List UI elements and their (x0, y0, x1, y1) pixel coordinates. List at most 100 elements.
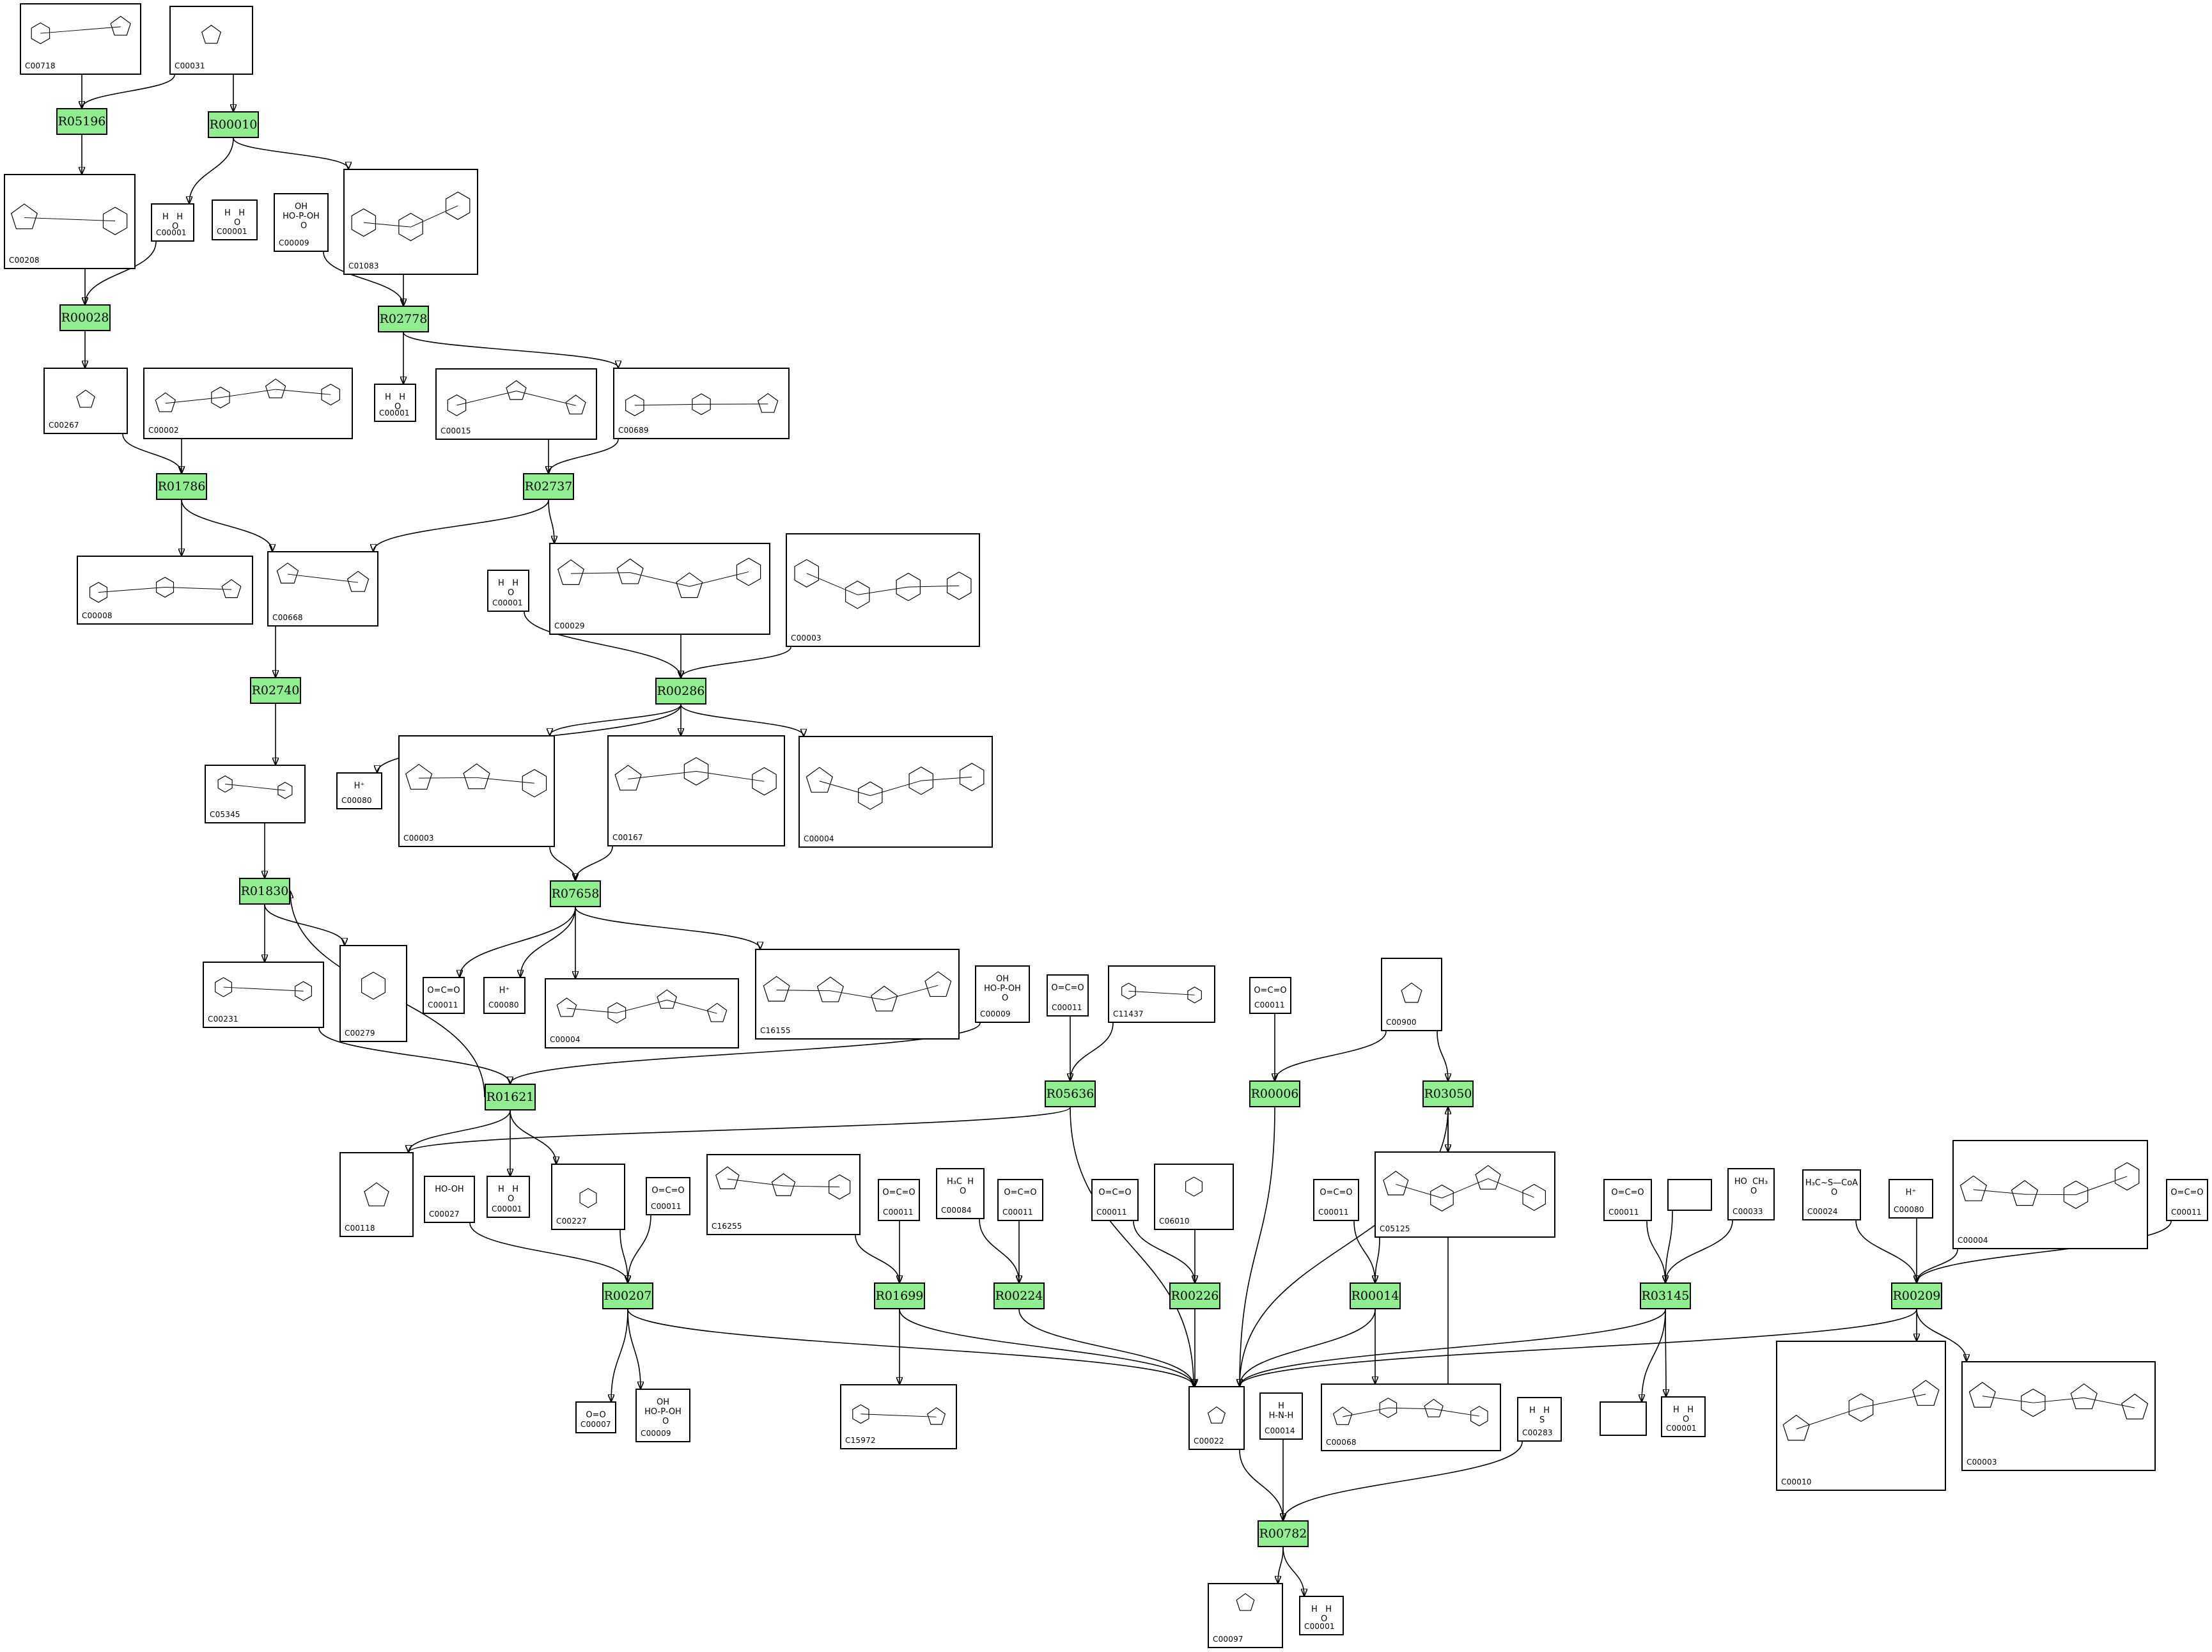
compound-c00029[interactable]: C00029 (549, 543, 770, 635)
compound-c00004[interactable]: C00004 (798, 736, 993, 848)
compound-formula: HO CH₃ O (1734, 1177, 1768, 1196)
reaction-r00224[interactable]: R00224 (993, 1282, 1045, 1309)
compound-c00010[interactable]: C00010 (1776, 1341, 1946, 1491)
structure-drawing (217, 775, 293, 799)
reaction-r03145[interactable]: R03145 (1640, 1282, 1691, 1309)
compound-c00167[interactable]: C00167 (607, 735, 785, 846)
reaction-r00782[interactable]: R00782 (1258, 1520, 1309, 1547)
edge (1646, 1220, 1665, 1282)
reaction-r02737[interactable]: R02737 (523, 473, 574, 500)
compound-c00097[interactable]: C00097 (1208, 1583, 1283, 1648)
reaction-r00209[interactable]: R00209 (1891, 1282, 1942, 1309)
compound-c05345[interactable]: C05345 (205, 765, 306, 823)
compound-c00267[interactable]: C00267 (43, 368, 128, 434)
compound-c00208[interactable]: C00208 (4, 174, 136, 269)
compound-c00031[interactable]: C00031 (169, 6, 253, 75)
compound-c00022[interactable]: C00022 (1188, 1386, 1245, 1450)
compound-c00004[interactable]: C00004 (545, 978, 739, 1048)
reaction-r00014[interactable]: R00014 (1350, 1282, 1401, 1309)
compound-c00003[interactable]: C00003 (398, 735, 555, 847)
compound-c00068[interactable]: C00068 (1321, 1383, 1501, 1451)
compound-c00231[interactable]: C00231 (203, 962, 324, 1028)
compound-c00004[interactable]: C00004 (1952, 1140, 2148, 1249)
compound-c00668[interactable]: C00668 (267, 551, 378, 627)
compound-c00689[interactable]: C00689 (613, 368, 790, 439)
compound-c00080[interactable]: H⁺C00080 (336, 772, 382, 809)
compound-c16155[interactable]: C16155 (755, 949, 960, 1040)
reaction-r00226[interactable]: R00226 (1169, 1282, 1220, 1309)
reaction-r01699[interactable]: R01699 (874, 1282, 925, 1309)
edge (1240, 1107, 1275, 1386)
reaction-r03050[interactable]: R03050 (1422, 1080, 1474, 1107)
compound-c15972[interactable]: C15972 (840, 1384, 957, 1449)
reaction-r00286[interactable]: R00286 (655, 678, 706, 705)
compound-c16255[interactable]: C16255 (706, 1154, 861, 1235)
compound-unlabeled[interactable] (1600, 1401, 1647, 1436)
compound-c00718[interactable]: C00718 (20, 3, 141, 75)
reaction-r00006[interactable]: R00006 (1249, 1080, 1300, 1107)
compound-c00900[interactable]: C00900 (1381, 958, 1442, 1031)
reaction-r00010[interactable]: R00010 (208, 111, 259, 138)
reaction-r01621[interactable]: R01621 (485, 1084, 536, 1110)
compound-c11437[interactable]: C11437 (1108, 965, 1215, 1023)
compound-c00227[interactable]: C00227 (551, 1164, 625, 1230)
compound-c00015[interactable]: C00015 (435, 368, 597, 440)
compound-unlabeled[interactable] (1667, 1179, 1712, 1211)
reaction-r07658[interactable]: R07658 (550, 880, 601, 907)
compound-c01083[interactable]: C01083 (343, 169, 478, 275)
reaction-r01830[interactable]: R01830 (239, 878, 290, 905)
reaction-r01786[interactable]: R01786 (156, 473, 207, 500)
compound-c00279[interactable]: C00279 (339, 945, 407, 1042)
structure-drawing (1207, 1406, 1226, 1424)
compound-c00008[interactable]: C00008 (77, 556, 253, 625)
compound-c06010[interactable]: C06010 (1154, 1164, 1234, 1230)
compound-formula: H H O (162, 212, 183, 231)
reaction-r02778[interactable]: R02778 (378, 306, 429, 332)
reaction-r00207[interactable]: R00207 (602, 1282, 653, 1309)
compound-c00080[interactable]: H⁺C00080 (1889, 1179, 1933, 1219)
edge (611, 1309, 628, 1401)
structure-drawing (1332, 1398, 1488, 1426)
compound-id: C00097 (1213, 1635, 1243, 1644)
reaction-r05636[interactable]: R05636 (1045, 1080, 1096, 1107)
reaction-r00028[interactable]: R00028 (59, 304, 111, 331)
compound-c00003[interactable]: C00003 (1961, 1361, 2156, 1471)
reaction-r02740[interactable]: R02740 (250, 677, 301, 704)
reaction-r05196[interactable]: R05196 (56, 108, 107, 135)
compound-formula: H H O (498, 1185, 518, 1204)
compound-c00003[interactable]: C00003 (786, 533, 980, 647)
compound-c00118[interactable]: C00118 (339, 1152, 414, 1237)
compound-c00080[interactable]: H⁺C00080 (483, 977, 526, 1014)
compound-id: C00003 (1967, 1458, 1997, 1467)
compound-id: C00011 (1318, 1208, 1349, 1217)
compound-c05125[interactable]: C05125 (1375, 1151, 1555, 1238)
compound-c00002[interactable]: C00002 (143, 368, 353, 439)
